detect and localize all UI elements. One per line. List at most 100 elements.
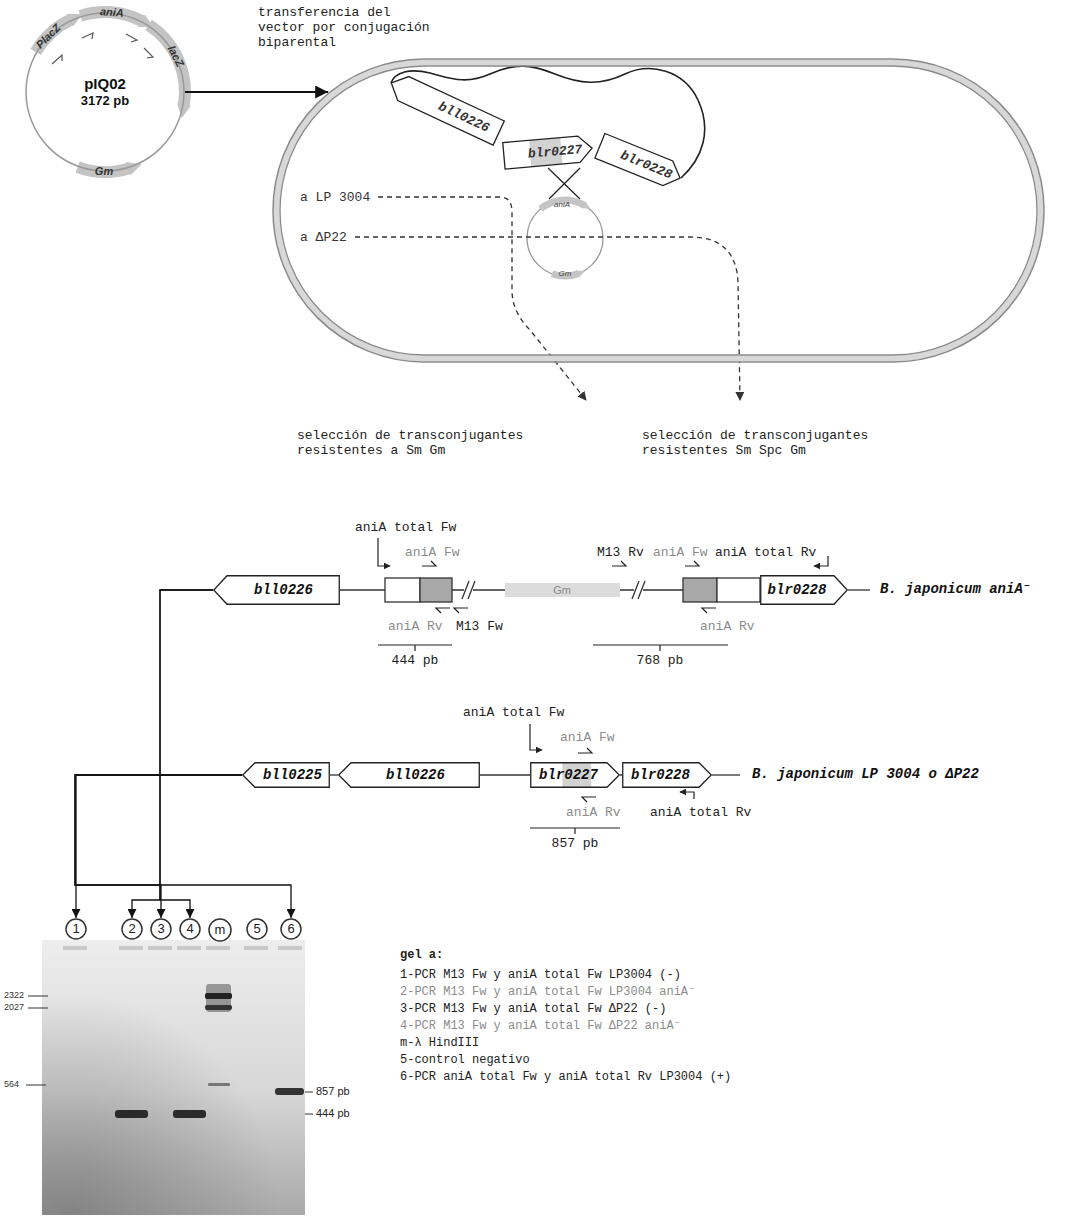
gene-outline — [503, 135, 593, 169]
primer-label: aniA total Rv — [650, 805, 751, 820]
gene-label: PlacZ — [33, 21, 62, 50]
gene-arrow: blr0228 — [622, 762, 712, 788]
gene-outline — [214, 576, 340, 605]
lane-connector — [160, 590, 213, 918]
ania-fragment — [683, 578, 717, 602]
gene-outline — [761, 576, 848, 605]
gel-well — [148, 946, 172, 950]
gene-arrow: bll0226 — [338, 762, 480, 788]
size-label: 768 pb — [637, 653, 684, 668]
size-label: 857 pb — [552, 836, 599, 851]
small-plasmid — [527, 200, 603, 276]
gel-image — [42, 940, 305, 1215]
gene-arrow: blr0227 — [530, 762, 620, 788]
gene-fill — [386, 71, 505, 145]
gene-fill — [531, 763, 620, 788]
gene-arrow: bll0226 — [385, 70, 506, 146]
inner-membrane — [280, 66, 1037, 355]
backbone — [848, 589, 870, 590]
gene-fill — [503, 135, 593, 169]
lane-number: 2 — [121, 918, 143, 940]
ladder-band — [205, 1005, 232, 1010]
primer-label: aniA Rv — [700, 619, 755, 634]
bacterial-cell-outline — [272, 58, 1045, 363]
circle-outline — [66, 919, 86, 939]
backbone — [340, 589, 385, 590]
strain-label: B. japonicum aniA⁻ — [880, 581, 1031, 597]
gene-outline — [595, 134, 685, 191]
lane-connector — [76, 775, 242, 918]
gene-fill — [339, 763, 480, 788]
gel-key-line: 6-PCR aniA total Fw y aniA total Rv LP30… — [400, 1070, 731, 1084]
marker-size: 2322 — [4, 990, 24, 1001]
primer-mark — [454, 608, 468, 613]
primer-label: aniA Fw — [560, 730, 615, 745]
gel-key-line: m-λ HindIII — [400, 1036, 479, 1050]
size-bar — [593, 645, 728, 651]
gene-arrow: bll0225 — [242, 762, 330, 788]
crossover-lines — [548, 168, 580, 199]
marker-size: 2027 — [4, 1002, 24, 1013]
gene-outline — [531, 763, 620, 788]
pcr-band — [275, 1088, 304, 1095]
dashed-arrow — [378, 197, 586, 400]
lane-text: 1 — [72, 922, 79, 936]
gene-arrow: blr0228 — [594, 133, 686, 192]
circle-outline — [247, 919, 267, 939]
gel-well — [119, 946, 143, 950]
gel-well — [63, 946, 87, 950]
gel-key-line: 3-PCR M13 Fw y aniA total Fw ΔP22 (-) — [400, 1002, 666, 1016]
gene-label: Gm — [559, 269, 572, 278]
gene-outline — [339, 763, 480, 788]
node-text: blr0228 — [631, 767, 690, 783]
primer-mark — [82, 33, 93, 39]
vector-break — [620, 581, 683, 599]
ladder-band — [205, 993, 232, 999]
backbone — [620, 774, 622, 775]
lane-number: 6 — [280, 918, 302, 940]
primer-mark — [436, 608, 450, 613]
size-bar — [530, 828, 620, 834]
node-text: 3172 pb — [81, 93, 129, 109]
node-text: blr0228 — [768, 582, 827, 598]
gel-key-line: 4-PCR M13 Fw y aniA total Fw ΔP22 aniA⁻ — [400, 1019, 681, 1033]
primer-label: aniA total Fw — [355, 520, 456, 535]
lane-text: 5 — [253, 922, 260, 936]
transfer-arrow — [185, 91, 328, 93]
gene-arrow: bll0226 — [213, 575, 340, 605]
backbone — [712, 774, 740, 775]
cassette-label: Gm — [553, 584, 571, 596]
gel-well — [244, 946, 268, 950]
backbone — [480, 774, 530, 775]
circle-outline — [180, 919, 200, 939]
strain-note: a LP 3004 — [300, 190, 370, 205]
gel-key-line: 5-control negativo — [400, 1053, 530, 1067]
ania-fragment — [420, 578, 452, 602]
primer-label: aniA Rv — [566, 805, 621, 820]
selection-note: selección de transconjugantes resistente… — [297, 428, 537, 458]
gene-label: aniA — [554, 200, 570, 209]
primer-label: aniA Fw — [405, 545, 460, 560]
gel-key-title: gel a: — [400, 948, 443, 962]
primer-mark — [52, 55, 62, 64]
gene-fill — [243, 763, 330, 788]
gene-fill — [214, 576, 340, 605]
node-text: bll0226 — [386, 767, 445, 783]
cell-wall — [277, 63, 1041, 359]
primer-label: aniA total Fw — [463, 705, 564, 720]
circle-outline — [122, 919, 142, 939]
lane-number: 1 — [65, 918, 87, 940]
gene-arrow: blr0227 — [502, 134, 594, 170]
gene-label: aniA — [100, 5, 125, 19]
node-text: blr0227 — [539, 767, 598, 783]
primer-mark — [685, 561, 699, 566]
marker-size: 564 — [4, 1079, 19, 1090]
backbone — [330, 774, 338, 775]
lane-text: 3 — [157, 922, 164, 936]
lane-text: 6 — [287, 922, 294, 936]
pcr-band — [173, 1110, 206, 1118]
small-ania-band — [541, 200, 584, 209]
node-text: pIQ02 — [84, 75, 126, 93]
